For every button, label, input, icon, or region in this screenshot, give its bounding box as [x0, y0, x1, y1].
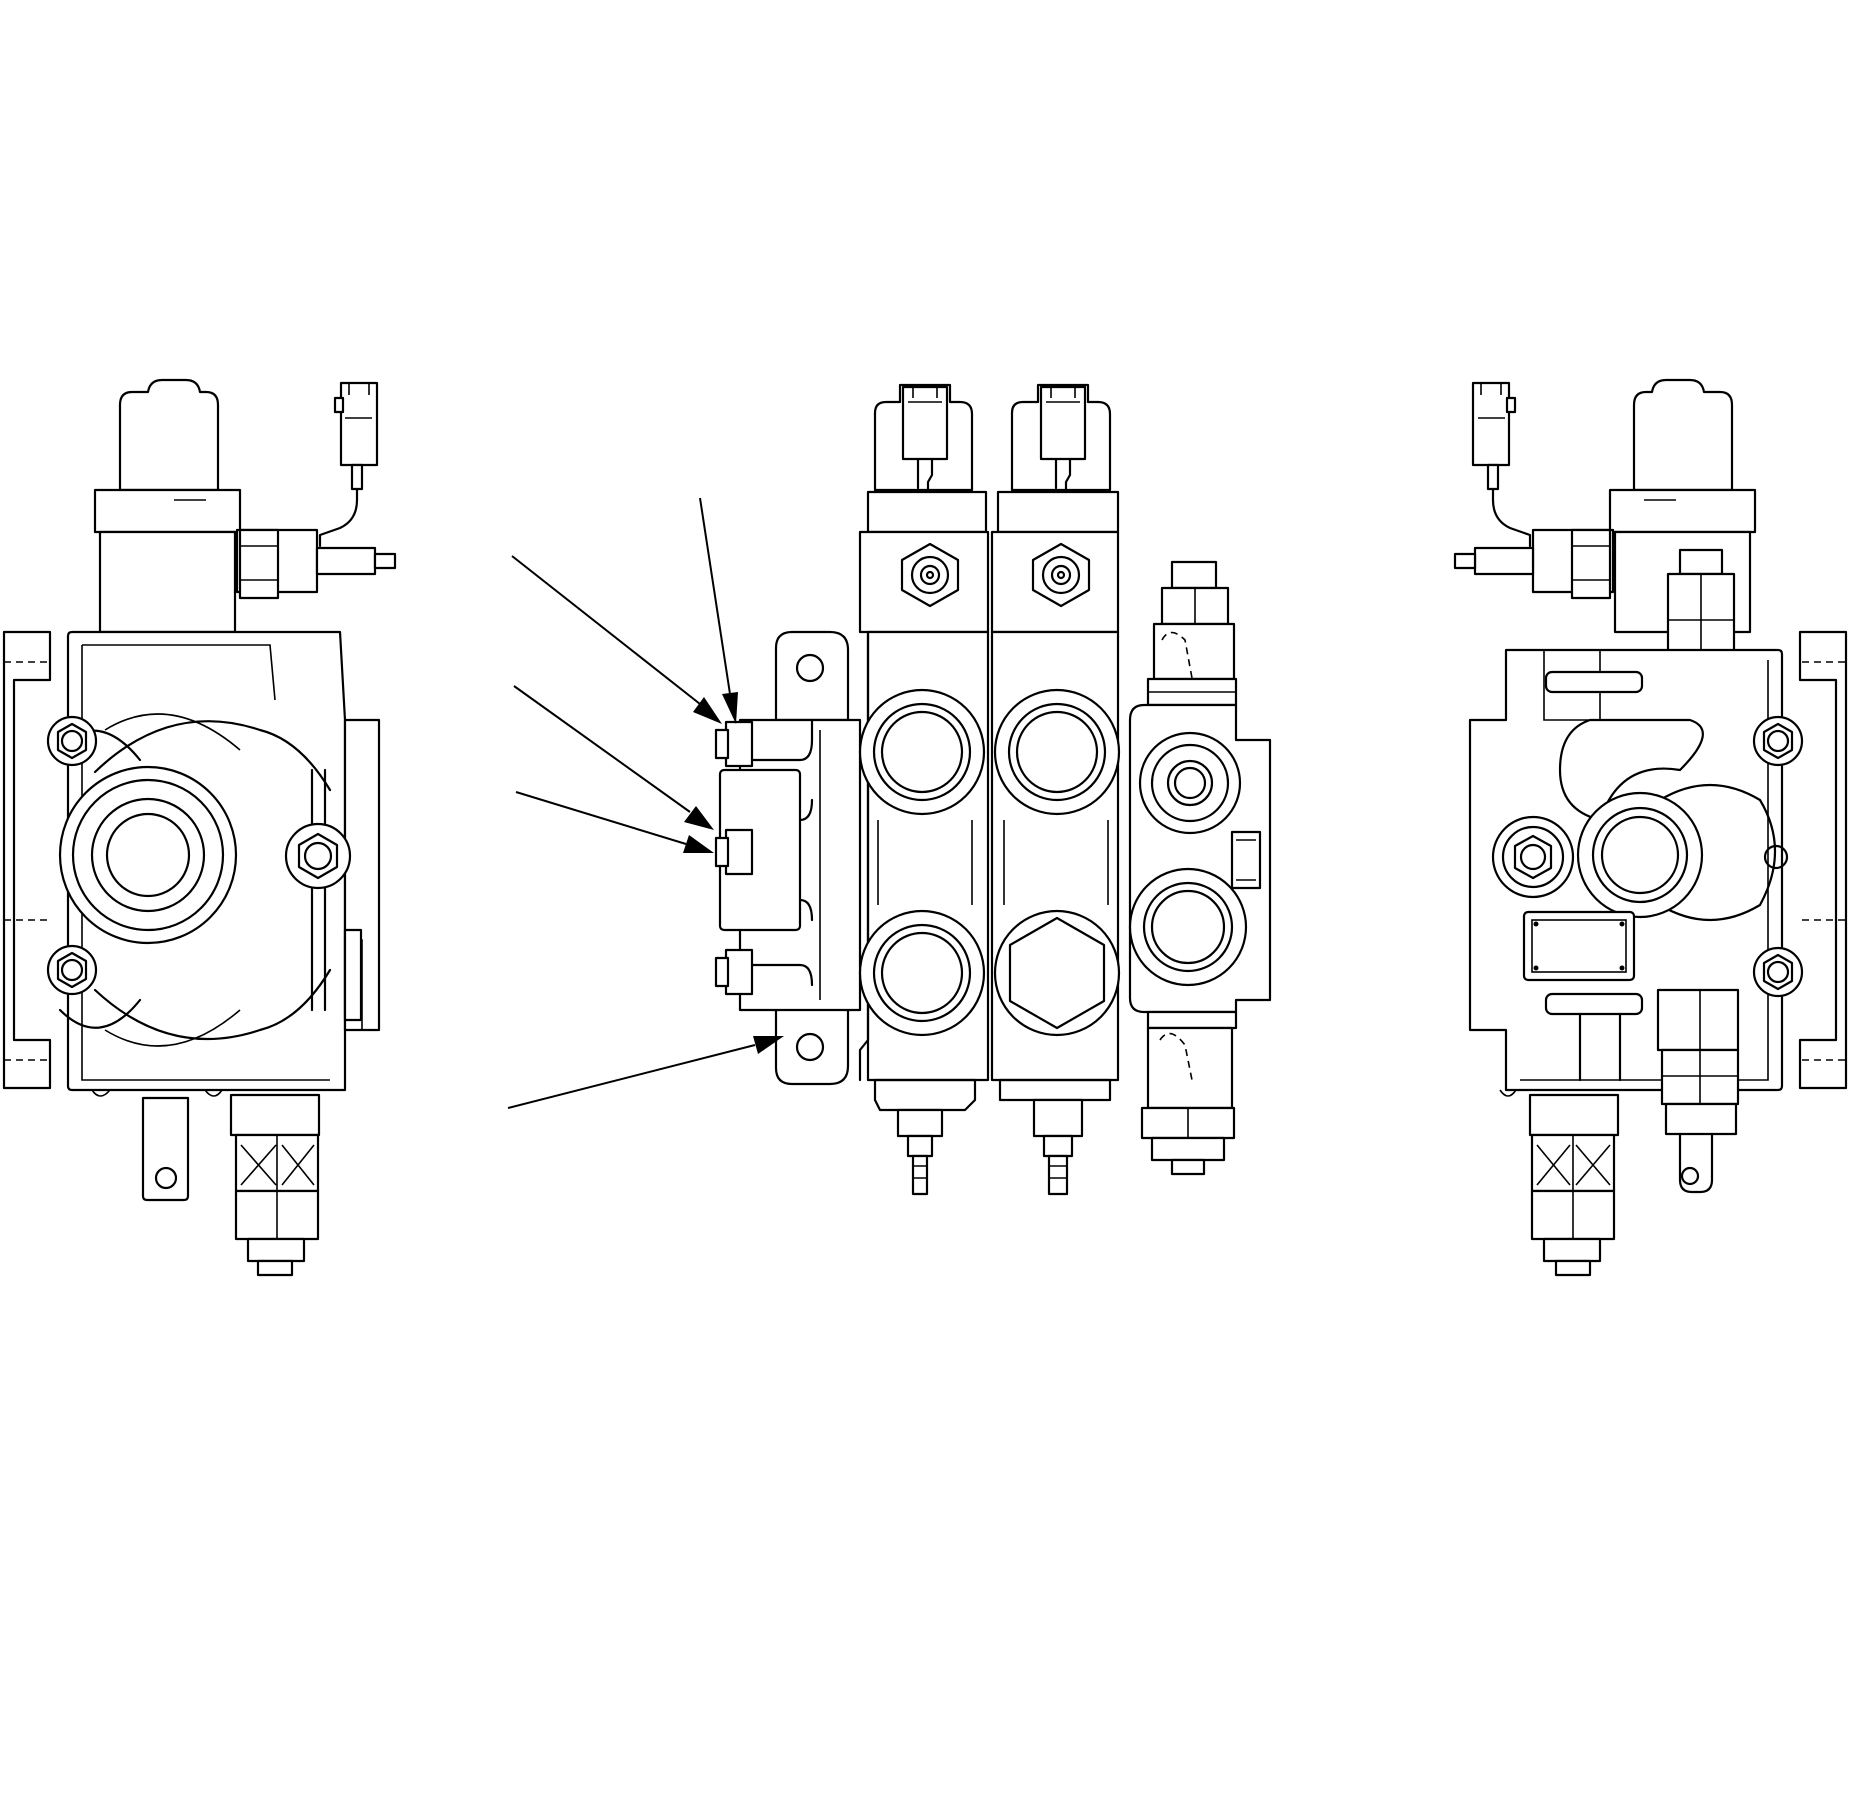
front-stud-upper: [714, 720, 754, 768]
right-relief-cartridge-bottom: [1656, 988, 1740, 1194]
front-stud-middle: [714, 828, 754, 876]
left-mounting-flange: [2, 630, 52, 1090]
leader-middle-stud: [515, 791, 714, 853]
left-cartridge: [229, 1093, 321, 1277]
right-mounting-flange: [1798, 630, 1848, 1090]
front-work-section-1: [858, 383, 990, 1196]
leader-upper-mounting-bolt: [511, 555, 722, 724]
leader-upper-stud: [699, 497, 738, 724]
front-stud-lower: [714, 948, 754, 996]
left-side-view: [2, 378, 397, 1277]
left-solenoid: [93, 378, 242, 634]
right-side-view: [1453, 378, 1848, 1277]
right-bolt-left: [1491, 815, 1575, 899]
front-inlet-section: [718, 718, 862, 1012]
leader-mounting-ear: [507, 1036, 784, 1109]
front-work-section-2: [990, 383, 1121, 1196]
left-bolt-upper: [46, 715, 98, 767]
front-mounting-ear-upper: [774, 630, 850, 722]
right-valve-body: [1468, 648, 1789, 1092]
right-bolt-lower: [1752, 946, 1804, 998]
leader-middle-mounting-bolt: [513, 685, 714, 830]
left-spool-end: [91, 1089, 223, 1202]
front-view: [507, 383, 1272, 1196]
front-outlet-section: [1128, 560, 1272, 1176]
left-bolt-side: [284, 822, 352, 890]
right-connector: [1453, 381, 1615, 600]
front-mounting-ear-lower: [774, 988, 850, 1086]
left-bolt-lower: [46, 944, 98, 996]
left-connector: [235, 381, 397, 600]
right-bolt-upper: [1752, 715, 1804, 767]
right-cartridge: [1499, 1089, 1620, 1277]
left-main-port: [58, 765, 238, 945]
